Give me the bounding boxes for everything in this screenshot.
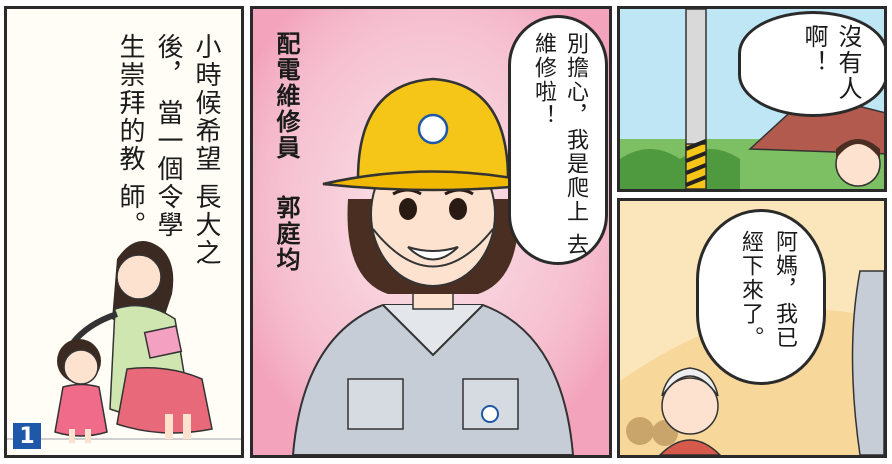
speech-bubble-nobody: 沒有人 啊！ xyxy=(738,11,884,117)
panel-number-badge: 1 xyxy=(13,423,41,449)
panel-2-worker-portrait: 配電維修員 郭庭均 別擔心，我是爬上 去維修啦！ xyxy=(250,6,612,458)
caption-name: 郭庭均 xyxy=(272,195,300,274)
speech-grandma-line-1: 阿媽，我已 xyxy=(772,230,797,350)
speech-worker-line-2: 去維修啦！ xyxy=(531,32,588,257)
speech-bubble-grandma: 阿媽，我已 經下來了。 xyxy=(696,209,826,385)
narration-line-1: 小時候希望 xyxy=(191,33,221,173)
speech-nobody-line-1: 沒有人 xyxy=(834,24,862,102)
speech-bubble-worker: 別擔心，我是爬上 去維修啦！ xyxy=(508,15,608,265)
panel-3-utility-pole: 沒有人 啊！ xyxy=(617,6,887,192)
narration-text: 小時候希望 長大之後， 當一個令學 生崇拜的教 師。 xyxy=(111,33,225,273)
narration-line-3: 當一個令學 xyxy=(153,99,183,240)
teacher-child-illustration xyxy=(7,241,241,443)
caption-role: 配電維修員 xyxy=(272,31,300,161)
panel-4-grandma: 阿媽，我已 經下來了。 xyxy=(617,198,887,458)
speech-grandma-line-2: 經下來了。 xyxy=(738,230,763,350)
speech-nobody-line-2: 啊！ xyxy=(800,24,828,76)
narration-line-5: 師。 xyxy=(115,183,145,240)
speech-worker-line-1: 別擔心，我是爬上 xyxy=(563,32,588,224)
worker-caption: 配電維修員 郭庭均 xyxy=(269,31,303,273)
panel-1-childhood: 小時候希望 長大之後， 當一個令學 生崇拜的教 師。 1 xyxy=(4,6,244,458)
narration-line-4: 生崇拜的教 xyxy=(115,33,145,173)
narration-line-2: 長大之後， xyxy=(153,33,221,268)
